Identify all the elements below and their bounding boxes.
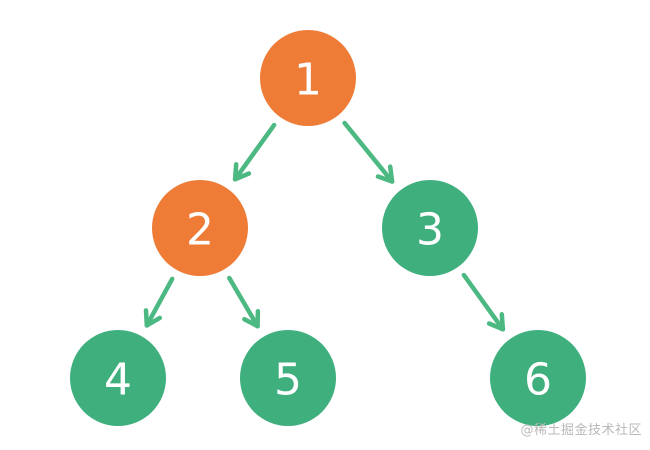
node-circle bbox=[70, 330, 166, 426]
arrowhead-icon bbox=[375, 164, 395, 184]
node-label: 1 bbox=[294, 55, 322, 106]
edge-line bbox=[227, 275, 260, 329]
node-circle bbox=[152, 180, 248, 276]
edge-line bbox=[232, 122, 277, 182]
edge-line bbox=[144, 276, 175, 328]
node-circle bbox=[382, 180, 478, 276]
edge-n2-n4 bbox=[143, 276, 175, 328]
node-circle bbox=[490, 330, 586, 426]
node-label: 4 bbox=[104, 355, 132, 406]
node-label: 5 bbox=[274, 355, 302, 406]
edges-layer bbox=[143, 120, 506, 332]
tree-node-6: 6 bbox=[490, 330, 586, 426]
edge-n3-n6 bbox=[461, 272, 506, 332]
node-label: 3 bbox=[416, 205, 444, 256]
node-circle bbox=[260, 30, 356, 126]
tree-node-1: 1 bbox=[260, 30, 356, 126]
tree-node-3: 3 bbox=[382, 180, 478, 276]
arrowhead-icon bbox=[232, 162, 252, 182]
arrowhead-icon bbox=[242, 309, 261, 329]
nodes-layer: 1 2 3 4 5 6 bbox=[70, 30, 586, 426]
watermark: @稀土掘金技术社区 bbox=[520, 423, 642, 438]
edge-line bbox=[461, 272, 506, 332]
edge-n1-n2 bbox=[232, 122, 277, 182]
tree-node-5: 5 bbox=[240, 330, 336, 426]
node-circle bbox=[240, 330, 336, 426]
edge-n1-n3 bbox=[342, 120, 395, 184]
arrowhead-icon bbox=[143, 308, 163, 328]
edge-n2-n5 bbox=[227, 275, 261, 329]
tree-node-4: 4 bbox=[70, 330, 166, 426]
edge-line bbox=[342, 120, 395, 184]
arrowhead-icon bbox=[486, 312, 506, 332]
tree-node-2: 2 bbox=[152, 180, 248, 276]
node-label: 2 bbox=[186, 205, 214, 256]
node-label: 6 bbox=[524, 355, 552, 406]
